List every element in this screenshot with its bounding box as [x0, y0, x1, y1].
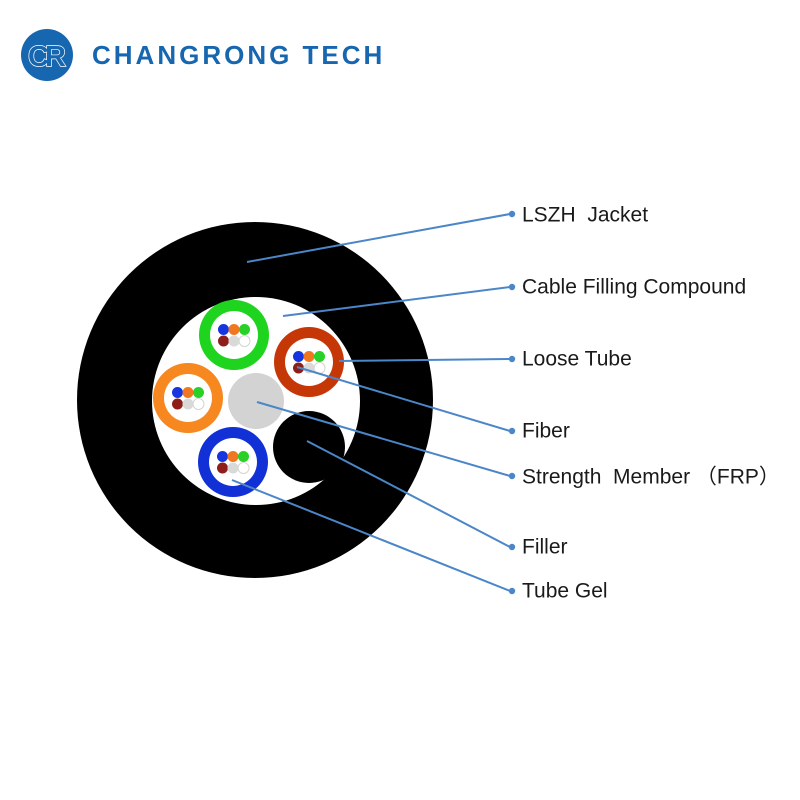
fiber-gray: [228, 335, 240, 347]
loose-tube-red: [274, 327, 344, 397]
fiber-white: [238, 335, 251, 347]
fiber-blue: [218, 324, 229, 335]
loose-tube-green: [199, 300, 269, 370]
leader-line-jacket: [246, 213, 511, 263]
leader-dot-fiber: [508, 427, 516, 435]
fiber-orange: [228, 324, 240, 335]
leader-line-loose-tube: [338, 358, 511, 362]
diagram-labels: LSZH Jacket Cable Filling Compound Loose…: [522, 204, 780, 603]
label-lszh-jacket: LSZH Jacket: [522, 204, 648, 227]
leader-line-fiber: [296, 366, 511, 432]
leader-dot-filler: [508, 543, 516, 551]
leader-dot-loose-tube: [508, 355, 516, 363]
strength-member-frp: [228, 373, 284, 429]
fiber-orange: [227, 451, 239, 462]
leader-dot-jacket: [508, 210, 516, 218]
fiber-maroon: [217, 462, 228, 474]
fiber-green: [193, 387, 204, 398]
fiber-gray: [227, 462, 239, 474]
fiber-white: [192, 398, 205, 410]
leader-lines: [231, 213, 511, 592]
fiber-blue: [217, 451, 228, 462]
label-tube-gel: Tube Gel: [522, 580, 608, 603]
leader-line-filling-compound: [282, 286, 511, 317]
label-cable-filling-compound: Cable Filling Compound: [522, 276, 746, 299]
fiber-blue: [172, 387, 183, 398]
fiber-orange: [182, 387, 194, 398]
filler-rod: [273, 411, 345, 483]
fiber-orange: [303, 351, 315, 362]
loose-tube-blue: [198, 427, 268, 497]
leader-dot-strength-member: [508, 472, 516, 480]
fiber-maroon: [172, 398, 183, 410]
leader-line-filler: [306, 440, 511, 548]
leader-line-strength-member: [256, 401, 511, 477]
leader-line-tube-gel: [231, 479, 511, 592]
fiber-gray: [182, 398, 194, 410]
label-fiber: Fiber: [522, 420, 570, 443]
leader-dots: [508, 210, 516, 595]
loose-tube-orange: [153, 363, 223, 433]
label-loose-tube: Loose Tube: [522, 348, 632, 371]
fiber-green: [238, 451, 249, 462]
logo-circle: [21, 29, 73, 81]
fiber-white: [237, 462, 250, 474]
label-filler: Filler: [522, 536, 568, 559]
brand-logo-icon: CR: [21, 29, 73, 81]
label-strength-member: Strength Member （FRP）: [522, 466, 780, 489]
fiber-blue: [293, 351, 304, 362]
fiber-green: [239, 324, 250, 335]
brand-header: CR CHANGRONG TECH: [19, 26, 385, 84]
brand-name: CHANGRONG TECH: [92, 39, 386, 70]
leader-dot-filling-compound: [508, 283, 516, 291]
fiber-maroon: [218, 335, 229, 347]
fiber-green: [314, 351, 325, 362]
leader-dot-tube-gel: [508, 587, 516, 595]
